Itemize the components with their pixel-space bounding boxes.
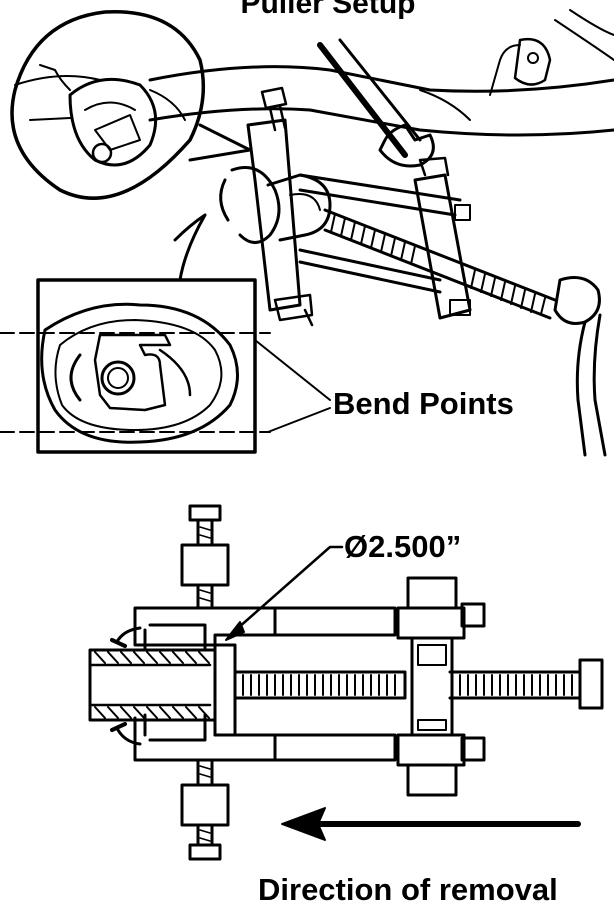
screw-head [578, 658, 604, 710]
direction-of-removal-label: Direction of removal [258, 872, 558, 907]
puller-cross-section [88, 504, 604, 861]
diameter-leader-arrow [225, 545, 344, 641]
push-plate [213, 643, 237, 737]
title-puller-setup: Puller Setup [240, 0, 415, 20]
bushing-detail-circle [10, 9, 252, 200]
top-bolt-head [188, 504, 222, 522]
direction-arrow [281, 807, 581, 841]
suspension-arm-illustration [148, 9, 614, 168]
bend-points-label: Bend Points [333, 386, 514, 421]
bend-points-inset [0, 213, 331, 454]
diameter-label: Ø2.500” [344, 529, 461, 564]
bend-leader-lower [267, 407, 331, 433]
cross-bar-top [406, 576, 458, 610]
bottom-clamp-block [180, 783, 230, 827]
bend-leader-upper [254, 339, 331, 401]
bottom-bolt-head [188, 843, 222, 861]
puller-installed-illustration [219, 86, 607, 457]
top-clamp-block [180, 543, 230, 587]
